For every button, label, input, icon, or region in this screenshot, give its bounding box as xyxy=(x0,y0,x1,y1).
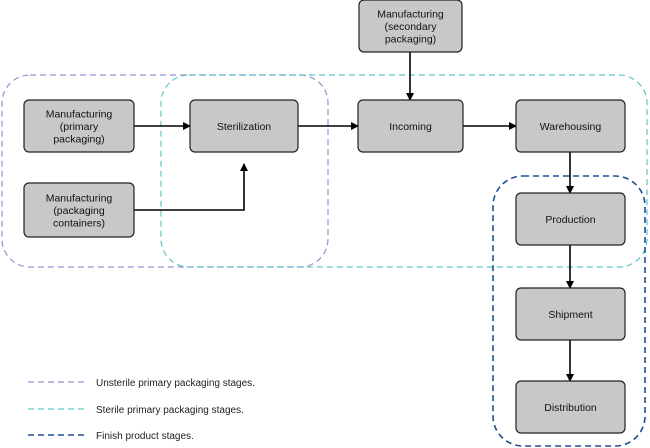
box-shape xyxy=(515,192,626,246)
box-shape xyxy=(358,0,463,53)
box-shipment: Shipment xyxy=(515,287,626,341)
box-distribution: Distribution xyxy=(515,380,626,434)
sterile-region xyxy=(160,74,648,268)
box-label-line: Incoming xyxy=(389,121,432,133)
box-shape xyxy=(515,380,626,434)
box-label-line: Sterilization xyxy=(217,121,271,133)
unsterile-region xyxy=(1,74,329,268)
box-shape xyxy=(23,99,135,153)
box-label-line: Production xyxy=(545,214,595,226)
box-label-line: Manufacturing xyxy=(46,193,113,205)
box-shape xyxy=(23,182,135,238)
box-shape xyxy=(515,99,626,153)
box-warehousing: Warehousing xyxy=(515,99,626,153)
box-incoming: Incoming xyxy=(357,99,464,153)
arrow-containers-to-sterilization xyxy=(134,163,248,211)
box-label-line: containers) xyxy=(53,218,105,230)
box-shape xyxy=(189,99,299,153)
box-label-line: (packaging xyxy=(53,205,105,217)
legend: Unsterile primary packaging stages. Ster… xyxy=(28,378,255,442)
box-label-line: Manufacturing xyxy=(377,9,444,21)
box-label-line: Warehousing xyxy=(540,121,602,133)
box-label-line: (primary xyxy=(60,121,99,133)
box-label-line: packaging) xyxy=(53,134,104,146)
box-shape xyxy=(515,287,626,341)
box-label-line: packaging) xyxy=(385,34,436,46)
legend-label-unsterile: Unsterile primary packaging stages. xyxy=(96,378,255,389)
box-label-line: (secondary xyxy=(385,21,438,33)
finish-region xyxy=(492,175,646,447)
box-label-line: Shipment xyxy=(548,309,592,321)
legend-label-finish: Finish product stages. xyxy=(96,431,194,442)
box-label-line: Manufacturing xyxy=(46,109,113,121)
box-label-line: Distribution xyxy=(544,402,597,414)
box-shape xyxy=(357,99,464,153)
box-production: Production xyxy=(515,192,626,246)
box-sterilization: Sterilization xyxy=(189,99,299,153)
legend-label-sterile: Sterile primary packaging stages. xyxy=(96,405,244,416)
